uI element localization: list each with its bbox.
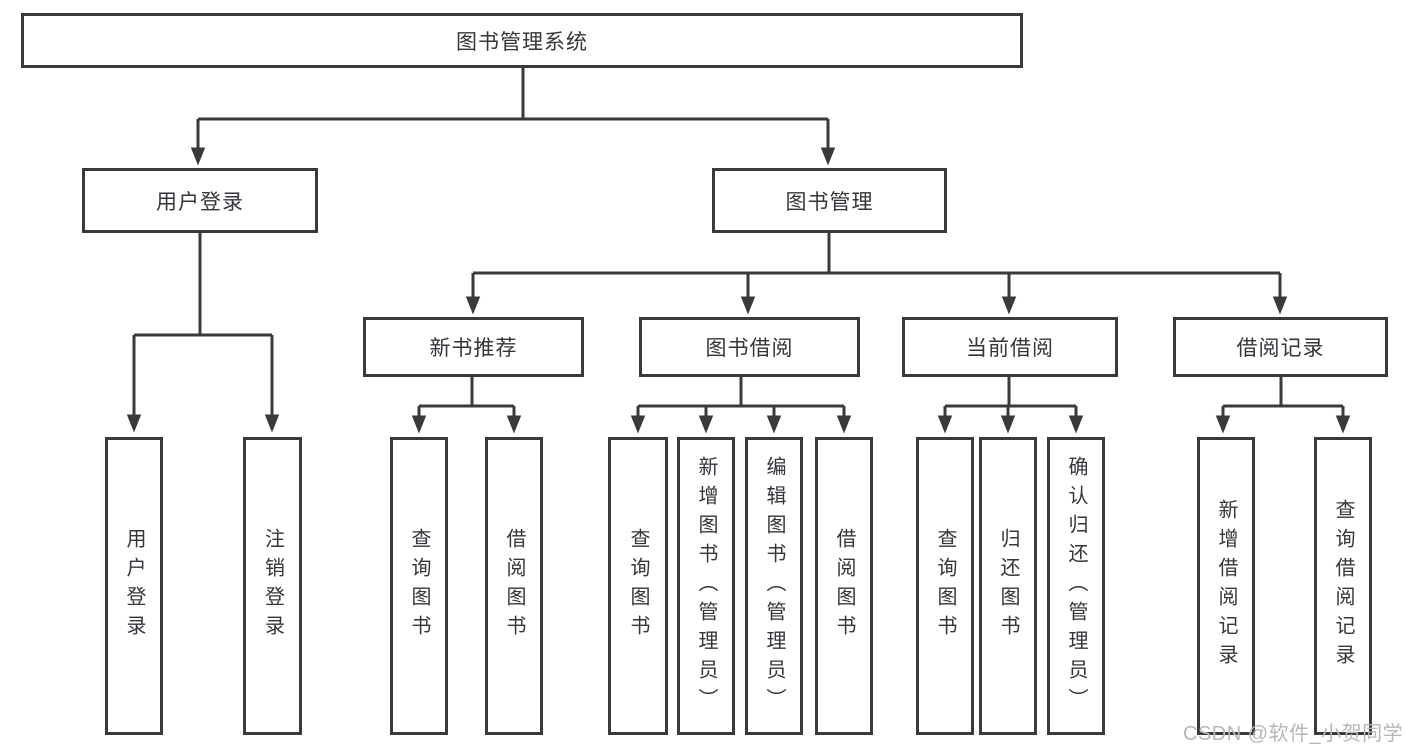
node-query-borrow-record: 查询借阅记录 [1314, 437, 1372, 735]
node-current-borrowing: 当前借阅 [902, 317, 1118, 377]
node-query-books-current-label: 查询图书 [934, 528, 956, 644]
node-current-borrowing-label: 当前借阅 [966, 337, 1054, 360]
node-borrowing-records-label: 借阅记录 [1236, 337, 1325, 360]
node-user-login-leaf: 用户登录 [105, 437, 163, 735]
node-user-login-leaf-label: 用户登录 [123, 528, 145, 644]
node-library-system: 图书管理系统 [21, 13, 1023, 68]
node-book-borrowing-label: 图书借阅 [705, 337, 794, 360]
node-query-books-borrow-label: 查询图书 [627, 528, 649, 644]
node-book-management: 图书管理 [712, 168, 947, 233]
node-add-borrow-record-label: 新增借阅记录 [1215, 499, 1237, 673]
node-confirm-return-admin-label: 确认归还（管理员） [1065, 455, 1087, 717]
node-add-borrow-record: 新增借阅记录 [1197, 437, 1255, 735]
node-return-books-label: 归还图书 [997, 528, 1019, 644]
node-query-books-current: 查询图书 [916, 437, 974, 735]
node-return-books: 归还图书 [979, 437, 1037, 735]
node-edit-books-admin: 编辑图书（管理员） [745, 437, 803, 735]
node-query-borrow-record-label: 查询借阅记录 [1332, 499, 1354, 673]
node-user-login-label: 用户登录 [156, 190, 244, 214]
node-add-books-admin-label: 新增图书（管理员） [695, 455, 717, 717]
node-logout-leaf-label: 注销登录 [261, 528, 284, 644]
node-borrow-books-leaf: 借阅图书 [815, 437, 873, 735]
node-borrow-books-recommend-label: 借阅图书 [503, 528, 525, 644]
node-edit-books-admin-label: 编辑图书（管理员） [763, 455, 785, 717]
node-query-books-recommend: 查询图书 [390, 437, 448, 735]
node-book-management-label: 图书管理 [785, 190, 874, 214]
node-query-books-borrow: 查询图书 [608, 437, 668, 735]
node-book-borrowing: 图书借阅 [639, 317, 860, 377]
node-add-books-admin: 新增图书（管理员） [677, 437, 735, 735]
node-new-book-recommend-label: 新书推荐 [429, 337, 518, 360]
node-borrowing-records: 借阅记录 [1173, 317, 1388, 377]
node-borrow-books-leaf-label: 借阅图书 [833, 528, 855, 644]
node-library-system-label: 图书管理系统 [456, 30, 588, 54]
node-user-login: 用户登录 [82, 168, 318, 233]
node-logout-leaf: 注销登录 [243, 437, 302, 735]
node-new-book-recommend: 新书推荐 [363, 317, 584, 377]
node-query-books-recommend-label: 查询图书 [408, 528, 430, 644]
csdn-watermark: CSDN @软件_小贺同学 [1183, 723, 1404, 745]
node-confirm-return-admin: 确认归还（管理员） [1047, 437, 1105, 735]
node-borrow-books-recommend: 借阅图书 [485, 437, 543, 735]
